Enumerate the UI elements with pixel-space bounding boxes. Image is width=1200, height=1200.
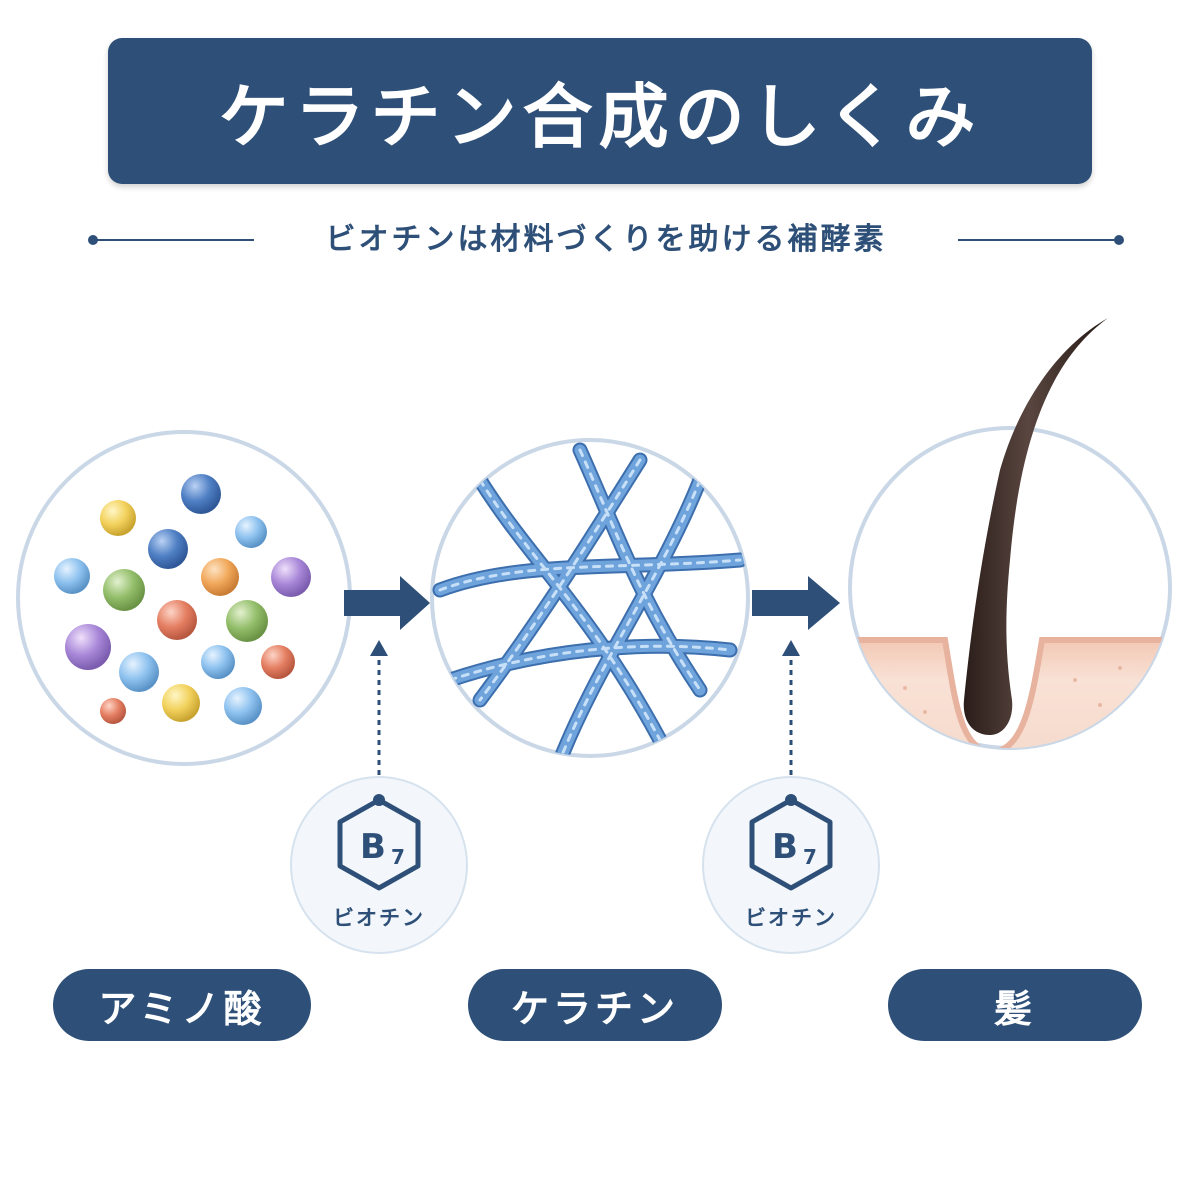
- b7-hexagon-icon: [749, 797, 833, 891]
- stage-label-amino-acid: アミノ酸: [53, 969, 311, 1041]
- hair-strand: [963, 318, 1108, 735]
- page-title: ケラチン合成のしくみ: [218, 75, 982, 158]
- amino-acid-molecules-icon: [54, 474, 311, 725]
- badge-1-connector: [370, 640, 388, 795]
- hair-circle: [848, 318, 1172, 750]
- subtitle-row: ビオチンは材料づくりを助ける補酵素: [88, 218, 1124, 262]
- subtitle-left-line: [96, 239, 254, 241]
- stage-label-keratin: ケラチン: [468, 969, 722, 1041]
- stage-label-hair: 髪: [888, 969, 1142, 1041]
- badge-2-name: ビオチン: [745, 906, 837, 930]
- badge-1-name: ビオチン: [333, 906, 425, 930]
- b7-hexagon-icon: [337, 797, 421, 891]
- page-subtitle: ビオチンは材料づくりを助ける補酵素: [325, 222, 887, 257]
- subtitle-right-dot: [1114, 235, 1124, 245]
- badge-2-connector: [782, 640, 800, 795]
- biotin-badge-2: B 7 ビオチン: [702, 776, 880, 954]
- arrow-amino-to-keratin: [344, 576, 430, 630]
- hair-follicle-icon: [850, 637, 1170, 748]
- badge-1-symbol: B: [360, 827, 386, 867]
- title-banner: ケラチン合成のしくみ: [108, 38, 1092, 184]
- badge-2-subscript: 7: [803, 845, 817, 869]
- subtitle-right-line: [958, 239, 1116, 241]
- amino-acid-circle: [16, 430, 352, 766]
- biotin-badge-1: B 7 ビオチン: [290, 776, 468, 954]
- badge-1-subscript: 7: [391, 845, 405, 869]
- arrow-keratin-to-hair: [752, 576, 840, 630]
- keratin-fiber-network-icon: [432, 442, 748, 756]
- subtitle-left-dot: [88, 235, 98, 245]
- badge-2-symbol: B: [772, 827, 798, 867]
- keratin-circle: [430, 438, 750, 758]
